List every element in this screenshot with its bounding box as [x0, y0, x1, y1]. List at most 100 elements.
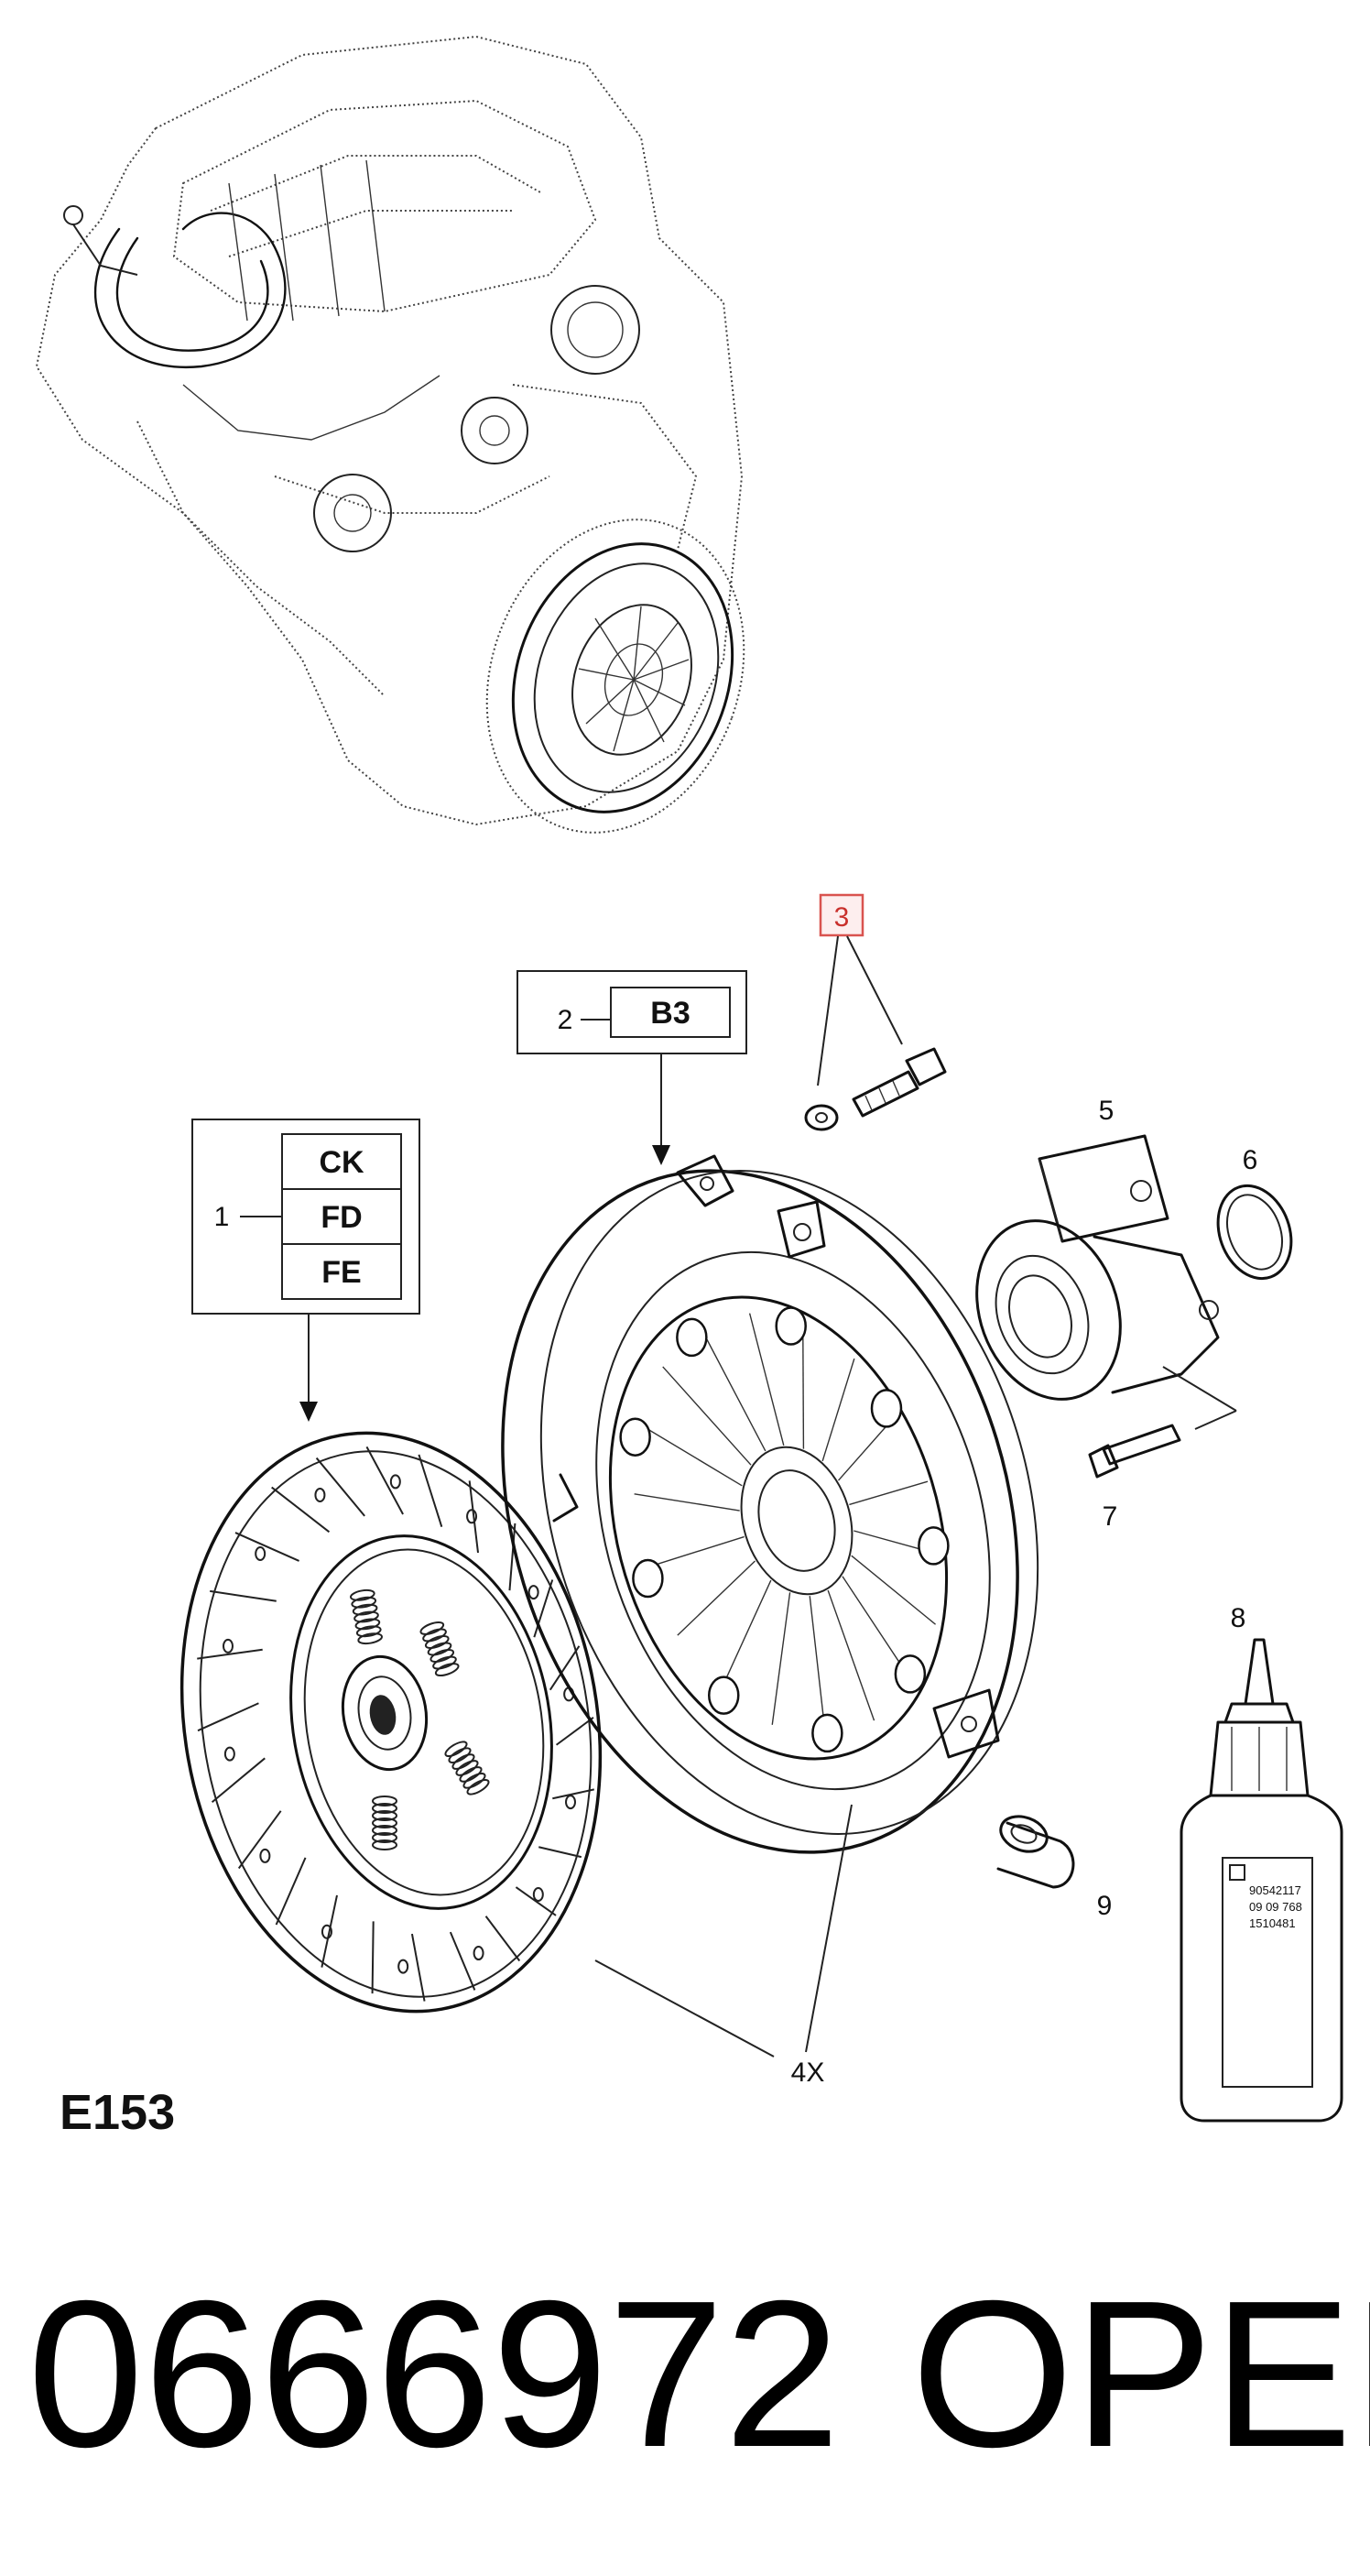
- disc-slot: [555, 1717, 594, 1746]
- part-number: 0666972: [27, 2258, 841, 2491]
- disc-slot: [197, 1648, 263, 1660]
- pressure-plate-bolt: [852, 1047, 947, 1118]
- callout-4: 4X: [594, 1804, 853, 2088]
- disc-slot: [197, 1702, 259, 1732]
- disc-slot: [418, 1454, 443, 1527]
- pressure-plate-code: B3: [650, 996, 690, 1031]
- disc-slot: [365, 1446, 404, 1515]
- disc-rivet: [532, 1886, 544, 1902]
- disc-rivet: [222, 1638, 234, 1654]
- pressure-plate-boss: [632, 1558, 664, 1599]
- disc-rivet: [314, 1487, 326, 1502]
- disc-slot: [271, 1486, 331, 1534]
- disc-slot: [538, 1846, 582, 1859]
- grease-bottle: 8 90542117 09 09 768 1510481: [1180, 1603, 1343, 2123]
- pressure-plate-code-box: 2 B3: [516, 970, 747, 1165]
- pressure-plate-boss: [619, 1417, 651, 1457]
- disc-slot: [211, 1757, 266, 1804]
- diaphragm-finger: [634, 1493, 740, 1512]
- disc-rivet: [565, 1795, 577, 1810]
- callout-5-label: 5: [1099, 1096, 1114, 1126]
- diaphragm-finger: [827, 1589, 875, 1721]
- disc-rivet: [397, 1959, 409, 1974]
- diaphragm-finger: [720, 1579, 772, 1691]
- pressure-plate-boss: [775, 1306, 807, 1346]
- disc-slot: [549, 1645, 581, 1691]
- disc-slot: [449, 1931, 476, 1991]
- disc-rivet: [223, 1746, 235, 1762]
- diaphragm-finger: [821, 1358, 855, 1462]
- diaphragm-finger: [771, 1592, 791, 1725]
- disc-slot: [237, 1810, 282, 1870]
- pressure-plate-boss: [676, 1317, 708, 1358]
- pressure-plate-boss: [918, 1526, 950, 1566]
- disc-rivet: [321, 1924, 332, 1939]
- diaphragm-finger: [700, 1327, 767, 1452]
- diaphragm-finger: [802, 1324, 805, 1449]
- diaphragm-finger: [748, 1313, 785, 1446]
- clutch-disc: [179, 1431, 603, 2014]
- damper-spring: [372, 1796, 397, 1850]
- brand-name: OPEL: [911, 2258, 1370, 2491]
- highlight-box: [819, 893, 864, 937]
- disc-rivet: [473, 1946, 484, 1961]
- callout-2-label: 2: [558, 1005, 573, 1035]
- diaphragm-finger: [639, 1424, 743, 1487]
- bottle-label-line-2: 09 09 768: [1249, 1900, 1302, 1914]
- engine-illustration: [35, 35, 745, 834]
- pressure-plate-boss: [894, 1654, 927, 1694]
- disc-slot: [275, 1857, 307, 1926]
- callout-7-label: 7: [1103, 1501, 1118, 1532]
- callout-1-label: 1: [214, 1202, 230, 1232]
- disc-slot: [515, 1886, 557, 1916]
- bottle-label-line-1: 90542117: [1249, 1883, 1301, 1897]
- disc-slot: [410, 1933, 426, 2002]
- pressure-plate-boss: [708, 1675, 740, 1715]
- disc-slot: [371, 1921, 375, 1994]
- diaphragm-finger: [809, 1596, 827, 1736]
- disc-slot: [484, 1916, 521, 1962]
- disc-code-ck: CK: [319, 1145, 364, 1180]
- disc-slot: [552, 1788, 594, 1800]
- damper-spring: [350, 1588, 383, 1645]
- disc-code-fe: FE: [321, 1255, 361, 1290]
- diaphragm-finger: [849, 1480, 929, 1506]
- damper-spring: [419, 1621, 460, 1677]
- disc-slot: [321, 1894, 338, 1968]
- section-code: E153: [60, 2085, 175, 2140]
- bottle-label-line-3: 1510481: [1249, 1916, 1296, 1930]
- callout-3: 3: [817, 893, 903, 1086]
- disc-slot: [210, 1589, 277, 1602]
- disc-code-fd: FD: [321, 1200, 362, 1235]
- diaphragm-finger: [677, 1560, 756, 1636]
- diaphragm-finger: [662, 1366, 752, 1466]
- disc-rivet: [255, 1546, 266, 1562]
- disc-rivet: [466, 1509, 478, 1524]
- disc-slot: [315, 1457, 365, 1517]
- callout-3-label: 3: [834, 902, 850, 933]
- callout-4-label: 4X: [791, 2058, 825, 2088]
- clutch-disc-code-box: CK FD FE 1: [191, 1119, 420, 1422]
- disc-slot: [468, 1480, 480, 1554]
- release-bearing: 5: [975, 1096, 1220, 1401]
- disc-rivet: [527, 1585, 539, 1600]
- disc-rivet: [389, 1474, 401, 1490]
- damper-spring: [444, 1741, 490, 1796]
- disc-slot: [234, 1532, 299, 1562]
- pilot-bush: 9: [996, 1815, 1113, 1921]
- pressure-plate-boss: [870, 1389, 903, 1428]
- release-bearing-bolt: 7: [1088, 1366, 1237, 1532]
- washer: [804, 1104, 839, 1131]
- pressure-plate-boss: [811, 1713, 843, 1753]
- callout-9-label: 9: [1097, 1891, 1113, 1921]
- diaphragm-finger: [647, 1535, 745, 1568]
- o-ring: 6: [1216, 1145, 1293, 1281]
- disc-slot: [533, 1579, 554, 1638]
- callout-8-label: 8: [1231, 1603, 1246, 1633]
- callout-6-label: 6: [1243, 1145, 1258, 1175]
- disc-rivet: [259, 1848, 271, 1863]
- disc-slot: [508, 1523, 516, 1591]
- diaphragm-finger: [851, 1555, 937, 1625]
- pressure-plate: [501, 1154, 1039, 1854]
